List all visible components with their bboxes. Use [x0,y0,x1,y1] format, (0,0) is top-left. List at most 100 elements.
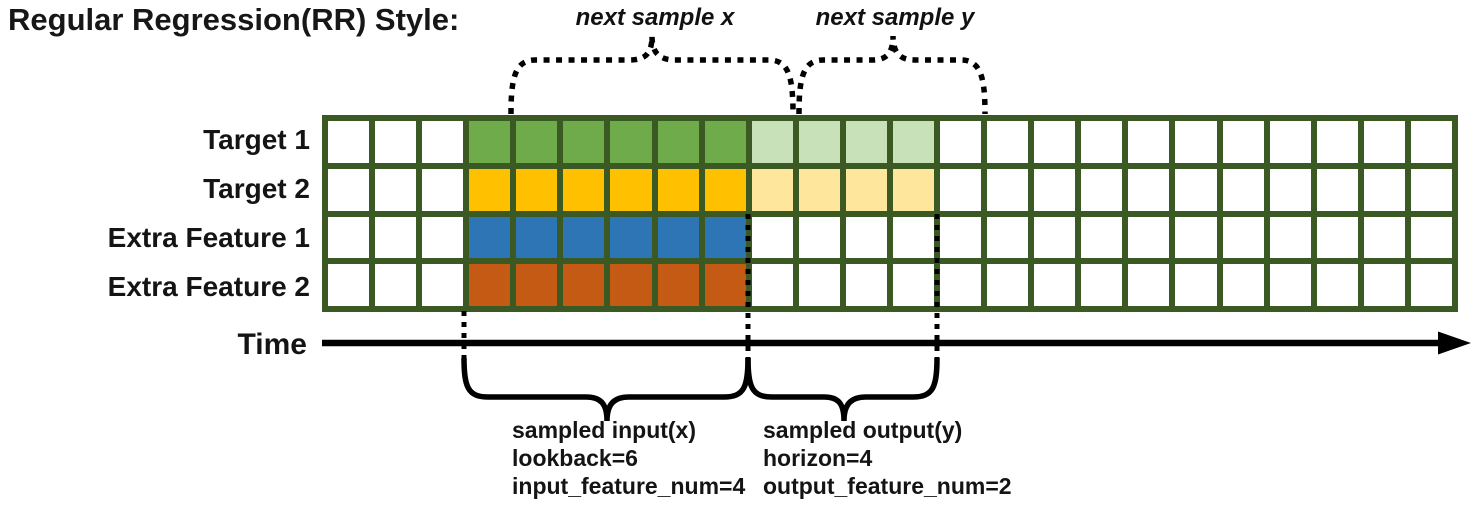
grid-cell [1031,118,1079,166]
input-feature-num-value: input_feature_num=4 [512,473,746,499]
grid-cell [607,213,655,262]
grid-cell [560,165,608,214]
grid-cell [372,165,420,214]
grid-cell [1219,213,1267,262]
grid-cell [654,261,702,309]
sampled-input-brace-icon [461,357,751,422]
grid-cell [795,261,843,309]
grid-cell [748,118,796,166]
grid-cell [984,261,1032,309]
grid-cell [1313,213,1361,262]
grid-cell [1360,165,1408,214]
next-sample-y-label: next sample y [815,4,975,31]
grid-cell [984,118,1032,166]
grid-cell [1125,213,1173,262]
grid-cell [513,118,561,166]
lookback-value: lookback=6 [512,445,638,471]
grid-cell [560,213,608,262]
time-axis-label: Time [237,328,307,361]
sampled-input-note: sampled input(x) lookback=6 input_featur… [512,416,745,500]
grid-cell [1078,261,1126,309]
page-title: Regular Regression(RR) Style: [8,2,460,37]
grid-cell [1407,261,1455,309]
grid-cell [466,118,514,166]
grid-cell [325,261,373,309]
grid-cell [1125,165,1173,214]
grid-cell [372,118,420,166]
grid-cell [1125,118,1173,166]
grid-cell [1172,165,1220,214]
grid-cell [419,261,467,309]
grid-cell [654,165,702,214]
grid-cell [1407,213,1455,262]
grid-cell [842,118,890,166]
grid-cell [1172,261,1220,309]
grid-cell [654,118,702,166]
grid-cell [560,261,608,309]
next-sample-x-label: next sample x [575,4,735,31]
grid-cell [1266,213,1314,262]
sampled-output-note: sampled output(y) horizon=4 output_featu… [763,416,1012,500]
sample-grid [322,115,1458,312]
grid-cell [889,165,938,214]
grid-cell [513,261,561,309]
grid-cell [842,213,890,262]
grid-cell [748,213,796,262]
grid-cell [984,213,1032,262]
grid-cell [795,165,843,214]
grid-cell [1266,118,1314,166]
grid-cell [1360,261,1408,309]
horizon-value: horizon=4 [763,445,873,471]
grid-cell [1360,213,1408,262]
grid-cell [372,213,420,262]
grid-cell [748,261,796,309]
grid-cell [1407,165,1455,214]
grid-cell [1313,165,1361,214]
grid-cell [419,213,467,262]
grid-cell [513,165,561,214]
sampled-input-title: sampled input(x) [512,417,697,443]
grid-cell [607,261,655,309]
grid-cell [654,213,702,262]
row-label: Target 2 [203,172,310,204]
grid-cell [607,118,655,166]
next-sample-y-brace-icon [796,35,988,115]
grid-cell [937,261,985,309]
grid-cell [372,261,420,309]
grid-cell [325,118,373,166]
grid-cell [748,165,796,214]
grid-cell [795,213,843,262]
row-label: Extra Feature 1 [107,222,310,254]
grid-cell [1172,213,1220,262]
time-arrow-head-icon [1438,331,1471,355]
sampled-output-brace-icon [745,357,940,422]
next-sample-x-brace-icon [508,35,796,115]
grid-cell [1219,118,1267,166]
output-feature-num-value: output_feature_num=2 [763,473,1012,499]
grid-cell [419,118,467,166]
grid-cell [1266,165,1314,214]
row-label: Extra Feature 2 [107,271,310,303]
grid-cell [701,118,749,166]
grid-cell [1313,261,1361,309]
grid-cell [1360,118,1408,166]
grid-cell [937,118,985,166]
grid-cell [842,261,890,309]
grid-cell [795,118,843,166]
grid-cell [889,261,938,309]
grid-cell [701,213,749,262]
grid-cell [1219,165,1267,214]
grid-cell [1031,213,1079,262]
grid-cell [889,213,938,262]
grid-cell [466,261,514,309]
grid-cell [937,165,985,214]
grid-cell [1078,165,1126,214]
grid-cell [325,165,373,214]
grid-cell [466,165,514,214]
grid-cell [513,213,561,262]
grid-cell [560,118,608,166]
grid-cell [1313,118,1361,166]
grid-cell [1172,118,1220,166]
